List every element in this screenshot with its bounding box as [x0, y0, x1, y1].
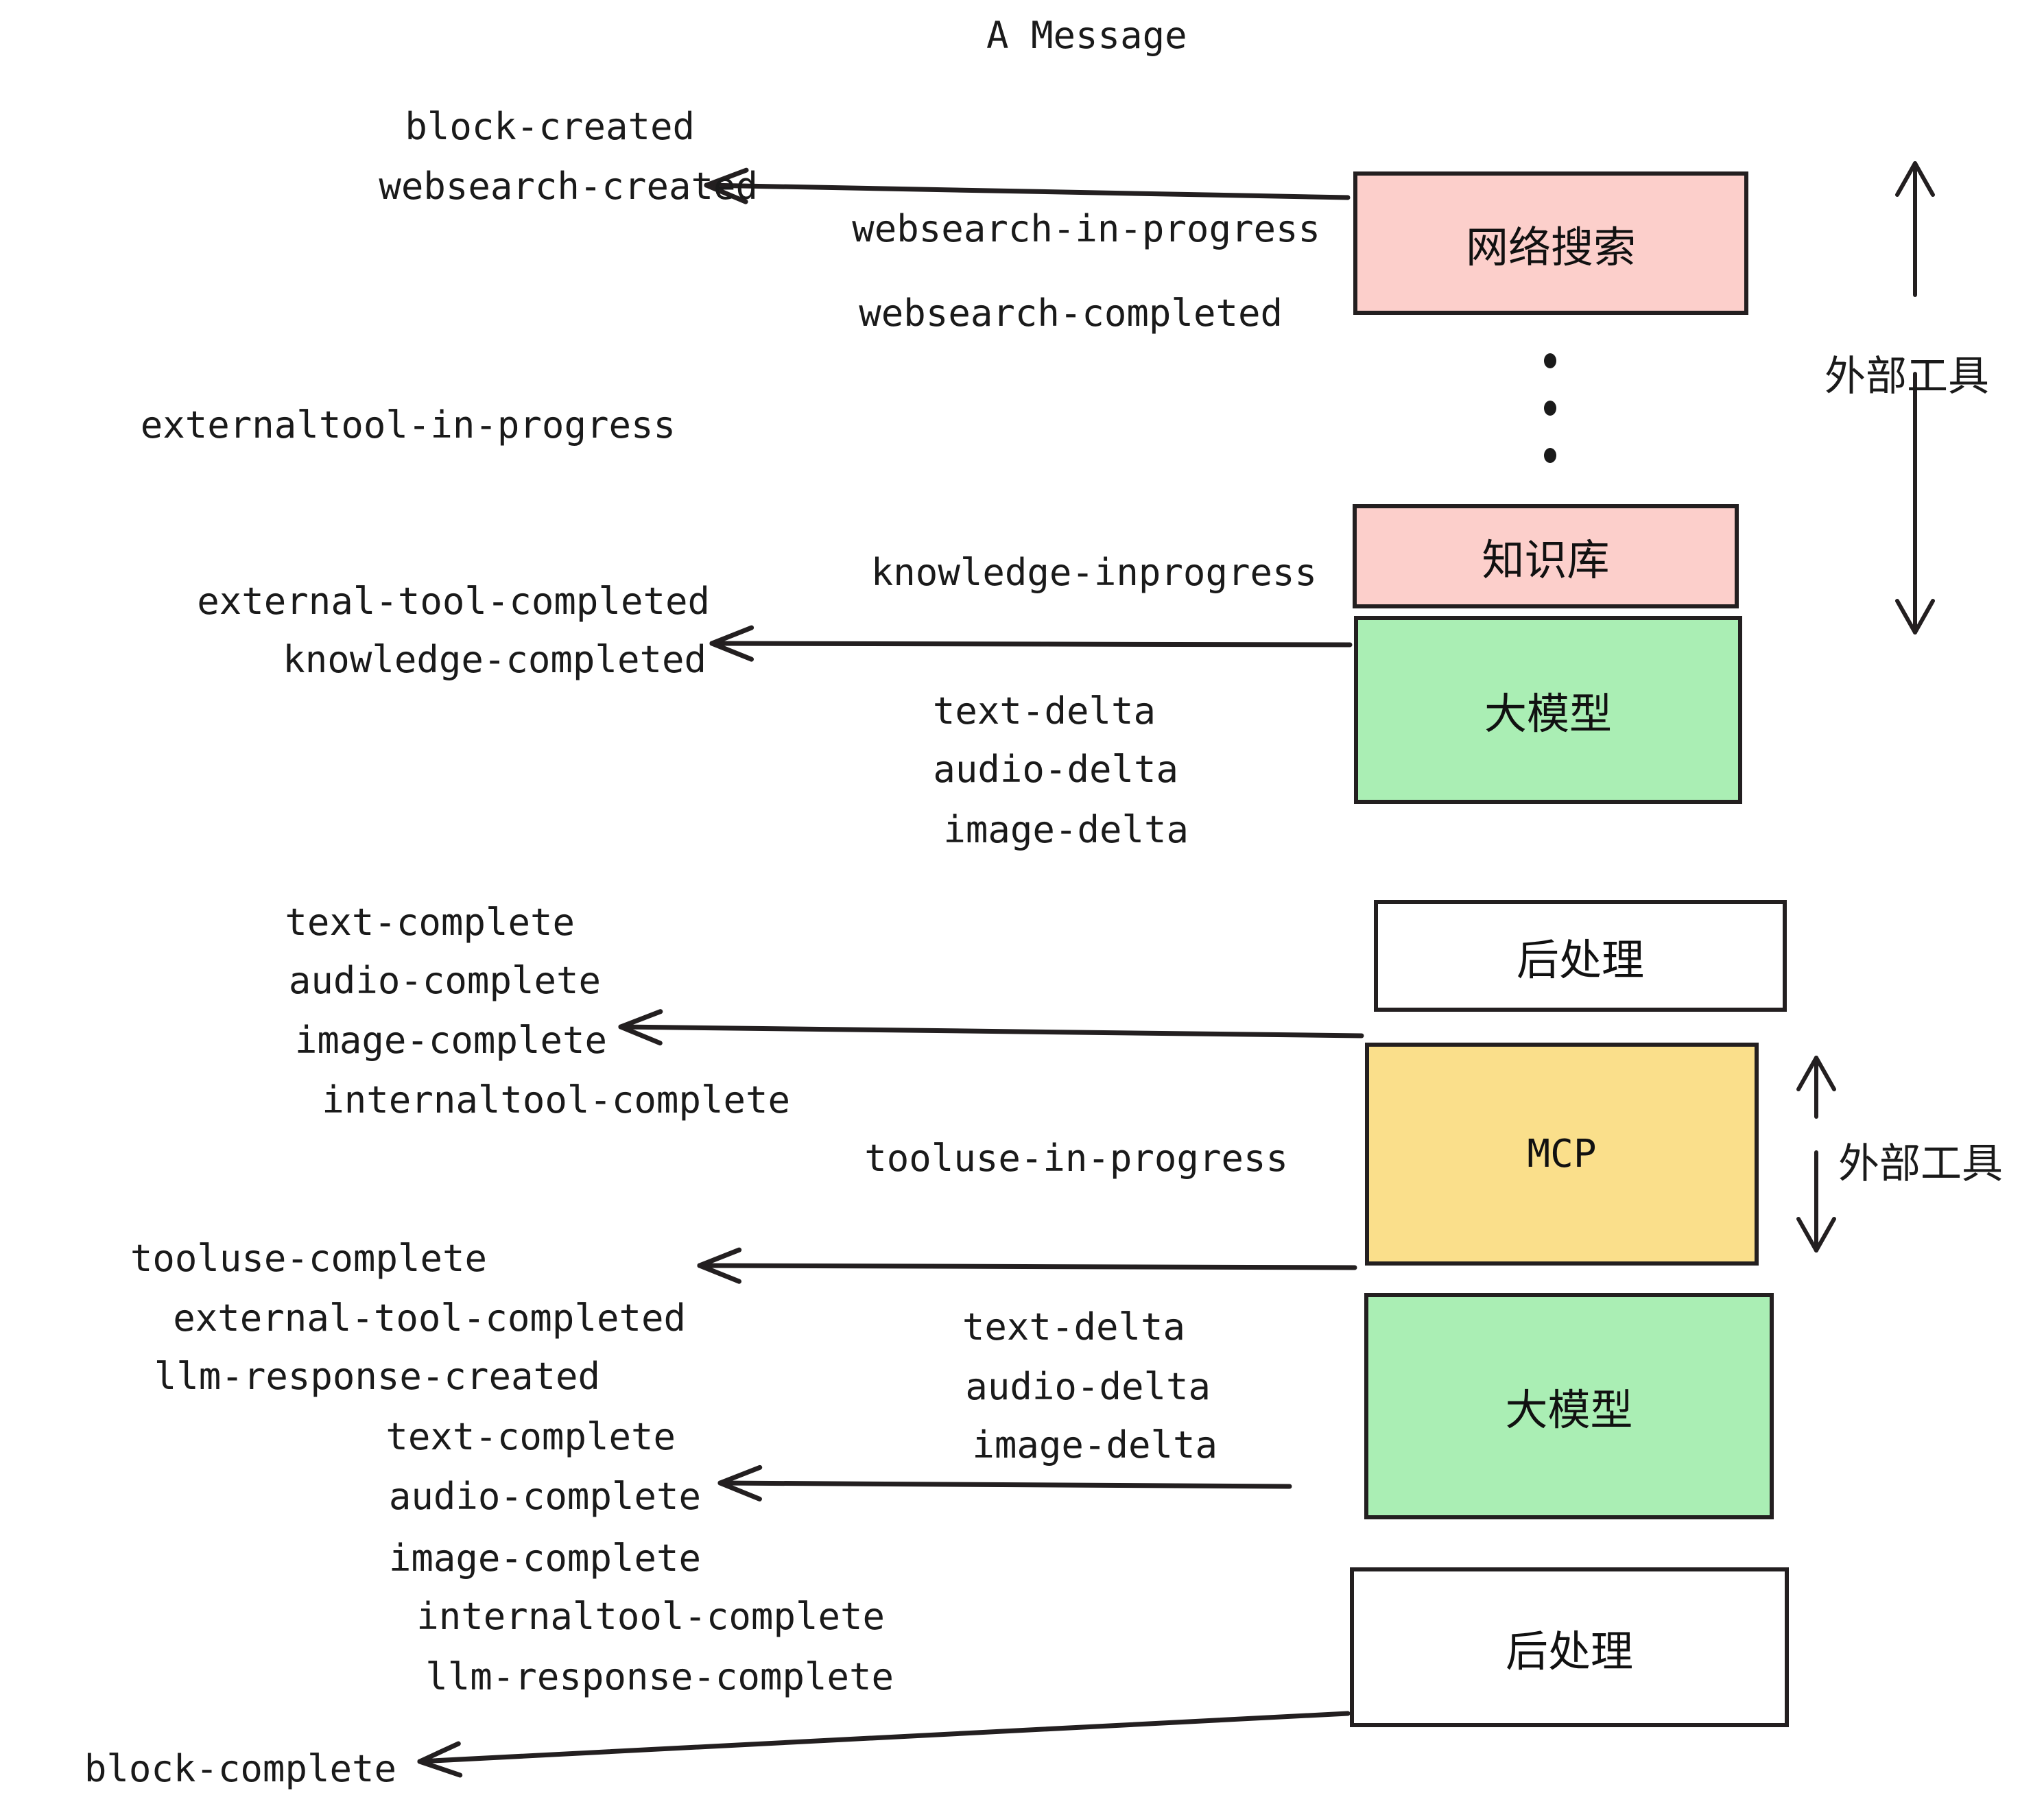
box-llm-1: 大模型	[1354, 616, 1742, 804]
arrow-image-complete-head-a	[618, 1009, 663, 1030]
event-label-audio-delta-1: audio-delta	[933, 748, 1178, 791]
event-label-audio-complete-1: audio-complete	[288, 959, 601, 1002]
box-label-postprocess-2: 后处理	[1505, 1626, 1633, 1676]
arrow-audio-complete-shaft	[717, 1480, 1292, 1489]
event-label-external-tool-completed-2: external-tool-completed	[173, 1296, 686, 1340]
box-label-websearch: 网络搜索	[1465, 222, 1636, 272]
event-label-block-complete: block-complete	[84, 1747, 396, 1790]
double-arrow-bottom-down-head-a	[1796, 1217, 1818, 1253]
event-label-knowledge-inprogress: knowledge-inprogress	[870, 551, 1317, 594]
event-label-image-delta-1: image-delta	[943, 808, 1189, 851]
event-label-llm-response-complete: llm-response-complete	[425, 1655, 894, 1698]
arrow-knowledge-completed-head-a	[709, 625, 754, 646]
arrow-block-complete-shaft	[417, 1711, 1351, 1764]
arrow-audio-complete-head-b	[717, 1480, 762, 1502]
ellipsis-dot	[1544, 353, 1556, 368]
event-label-externaltool-in-progress: externaltool-in-progress	[140, 403, 676, 447]
side-label-external-tools-top: 外部工具	[1825, 353, 1989, 401]
vertical-ellipsis-icon	[1543, 353, 1557, 463]
event-label-external-tool-completed-1: external-tool-completed	[197, 580, 710, 623]
box-label-llm-1: 大模型	[1484, 689, 1612, 739]
arrow-block-complete-head-b	[417, 1759, 463, 1778]
double-arrow-top-up-head-b	[1913, 161, 1935, 197]
double-arrow-top-down-head-b	[1913, 599, 1935, 634]
arrow-block-created-shaft	[704, 182, 1351, 200]
box-websearch: 网络搜索	[1353, 171, 1748, 315]
box-postprocess-2: 后处理	[1350, 1567, 1789, 1727]
event-label-tooluse-complete: tooluse-complete	[130, 1237, 487, 1280]
event-label-websearch-completed: websearch-completed	[859, 292, 1283, 335]
box-postprocess-1: 后处理	[1374, 900, 1787, 1012]
event-label-text-complete-1: text-complete	[285, 901, 575, 944]
event-label-tooluse-in-progress: tooluse-in-progress	[864, 1137, 1288, 1180]
box-label-mcp: MCP	[1527, 1132, 1597, 1176]
event-label-text-delta-1: text-delta	[932, 689, 1156, 733]
box-label-llm-2: 大模型	[1505, 1385, 1633, 1435]
arrow-tooluse-complete-shaft	[697, 1263, 1357, 1270]
event-label-block-created: block-created	[405, 105, 695, 148]
event-label-llm-response-created: llm-response-created	[154, 1355, 600, 1398]
box-llm-2: 大模型	[1364, 1293, 1774, 1519]
event-label-text-delta-2: text-delta	[962, 1305, 1185, 1349]
event-label-knowledge-completed: knowledge-completed	[283, 638, 706, 681]
arrow-knowledge-completed-head-b	[709, 641, 754, 662]
event-label-audio-complete-2: audio-complete	[388, 1475, 701, 1518]
event-label-internaltool-complete-1: internaltool-complete	[322, 1078, 790, 1121]
event-label-websearch-in-progress: websearch-in-progress	[852, 207, 1320, 250]
arrow-image-complete-head-b	[618, 1024, 663, 1046]
ellipsis-dot	[1544, 401, 1556, 416]
arrow-audio-complete-head-a	[717, 1464, 763, 1486]
double-arrow-bottom-up-head-a	[1796, 1056, 1818, 1091]
event-label-image-complete-1: image-complete	[294, 1019, 607, 1062]
event-label-websearch-created: websearch-created	[379, 165, 758, 208]
event-label-image-complete-2: image-complete	[388, 1536, 701, 1580]
ellipsis-dot	[1544, 448, 1556, 463]
event-label-text-complete-2: text-complete	[385, 1415, 676, 1458]
event-label-internaltool-complete-2: internaltool-complete	[416, 1595, 885, 1638]
double-arrow-bottom-down-head-b	[1814, 1217, 1836, 1253]
double-arrow-top-down-head-a	[1895, 599, 1917, 634]
arrow-tooluse-complete-head-a	[697, 1247, 742, 1268]
arrow-knowledge-completed-shaft	[709, 641, 1353, 648]
arrow-tooluse-complete-head-b	[697, 1263, 742, 1284]
box-mcp: MCP	[1365, 1043, 1759, 1266]
event-label-audio-delta-2: audio-delta	[965, 1365, 1211, 1408]
arrow-block-complete-head-a	[417, 1741, 461, 1764]
box-label-postprocess-1: 后处理	[1516, 934, 1644, 985]
event-label-image-delta-2: image-delta	[972, 1423, 1217, 1467]
box-knowledge: 知识库	[1353, 504, 1739, 608]
double-arrow-top-up-head-a	[1895, 161, 1917, 197]
double-arrow-bottom-up-head-b	[1814, 1056, 1836, 1091]
box-label-knowledge: 知识库	[1482, 535, 1610, 585]
page-title: A Message	[986, 14, 1187, 57]
arrow-image-complete-shaft	[618, 1024, 1364, 1039]
side-label-external-tools-bottom: 外部工具	[1838, 1140, 2003, 1188]
